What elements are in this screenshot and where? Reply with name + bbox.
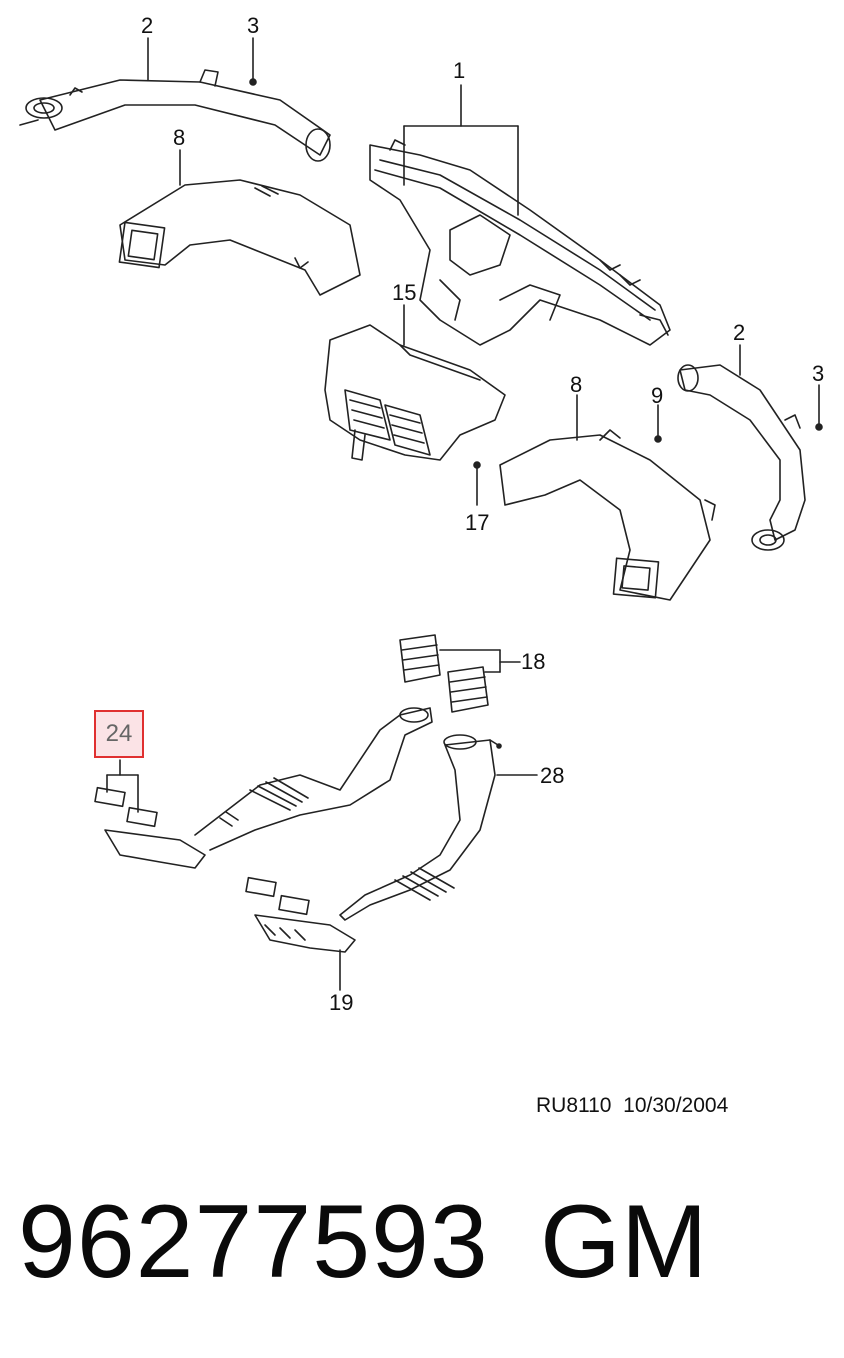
- parts-diagram: [19, 37, 823, 991]
- callout-8-right: 8: [570, 372, 583, 397]
- duct-left: [118, 179, 361, 296]
- screw-9: [654, 435, 662, 443]
- callout-28: 28: [540, 763, 565, 788]
- callout-17: 17: [465, 510, 490, 535]
- seal-group: [399, 634, 489, 713]
- center-vent-block: [324, 324, 506, 461]
- screw-3-top: [249, 78, 257, 86]
- brand-name: GM: [540, 1184, 708, 1300]
- callout-24-highlighted: 24: [94, 710, 144, 758]
- hose-left: [104, 707, 433, 869]
- duct-right: [677, 364, 806, 551]
- screw-3-right: [815, 423, 823, 431]
- nozzles-24: [94, 786, 158, 828]
- duct-top-left: [19, 69, 331, 162]
- callout-8-left: 8: [173, 125, 186, 150]
- callout-15: 15: [392, 280, 417, 305]
- callout-3-top: 3: [247, 13, 260, 38]
- part-number: 96277593: [18, 1184, 489, 1300]
- diagram-reference-code: RU8110 10/30/2004: [536, 1094, 729, 1117]
- callout-2-top: 2: [141, 13, 154, 38]
- screw-17: [473, 461, 481, 469]
- callout-18: 18: [521, 649, 546, 674]
- callout-19: 19: [329, 990, 354, 1015]
- callout-2-right: 2: [733, 320, 746, 345]
- hose-right: [339, 734, 502, 921]
- hose-bottom-outlet: [245, 876, 356, 953]
- callout-9: 9: [651, 383, 664, 408]
- callout-1: 1: [453, 58, 466, 83]
- duct-bottom-right: [499, 429, 716, 601]
- callout-3-right: 3: [812, 361, 825, 386]
- main-duct-assembly: [369, 139, 671, 346]
